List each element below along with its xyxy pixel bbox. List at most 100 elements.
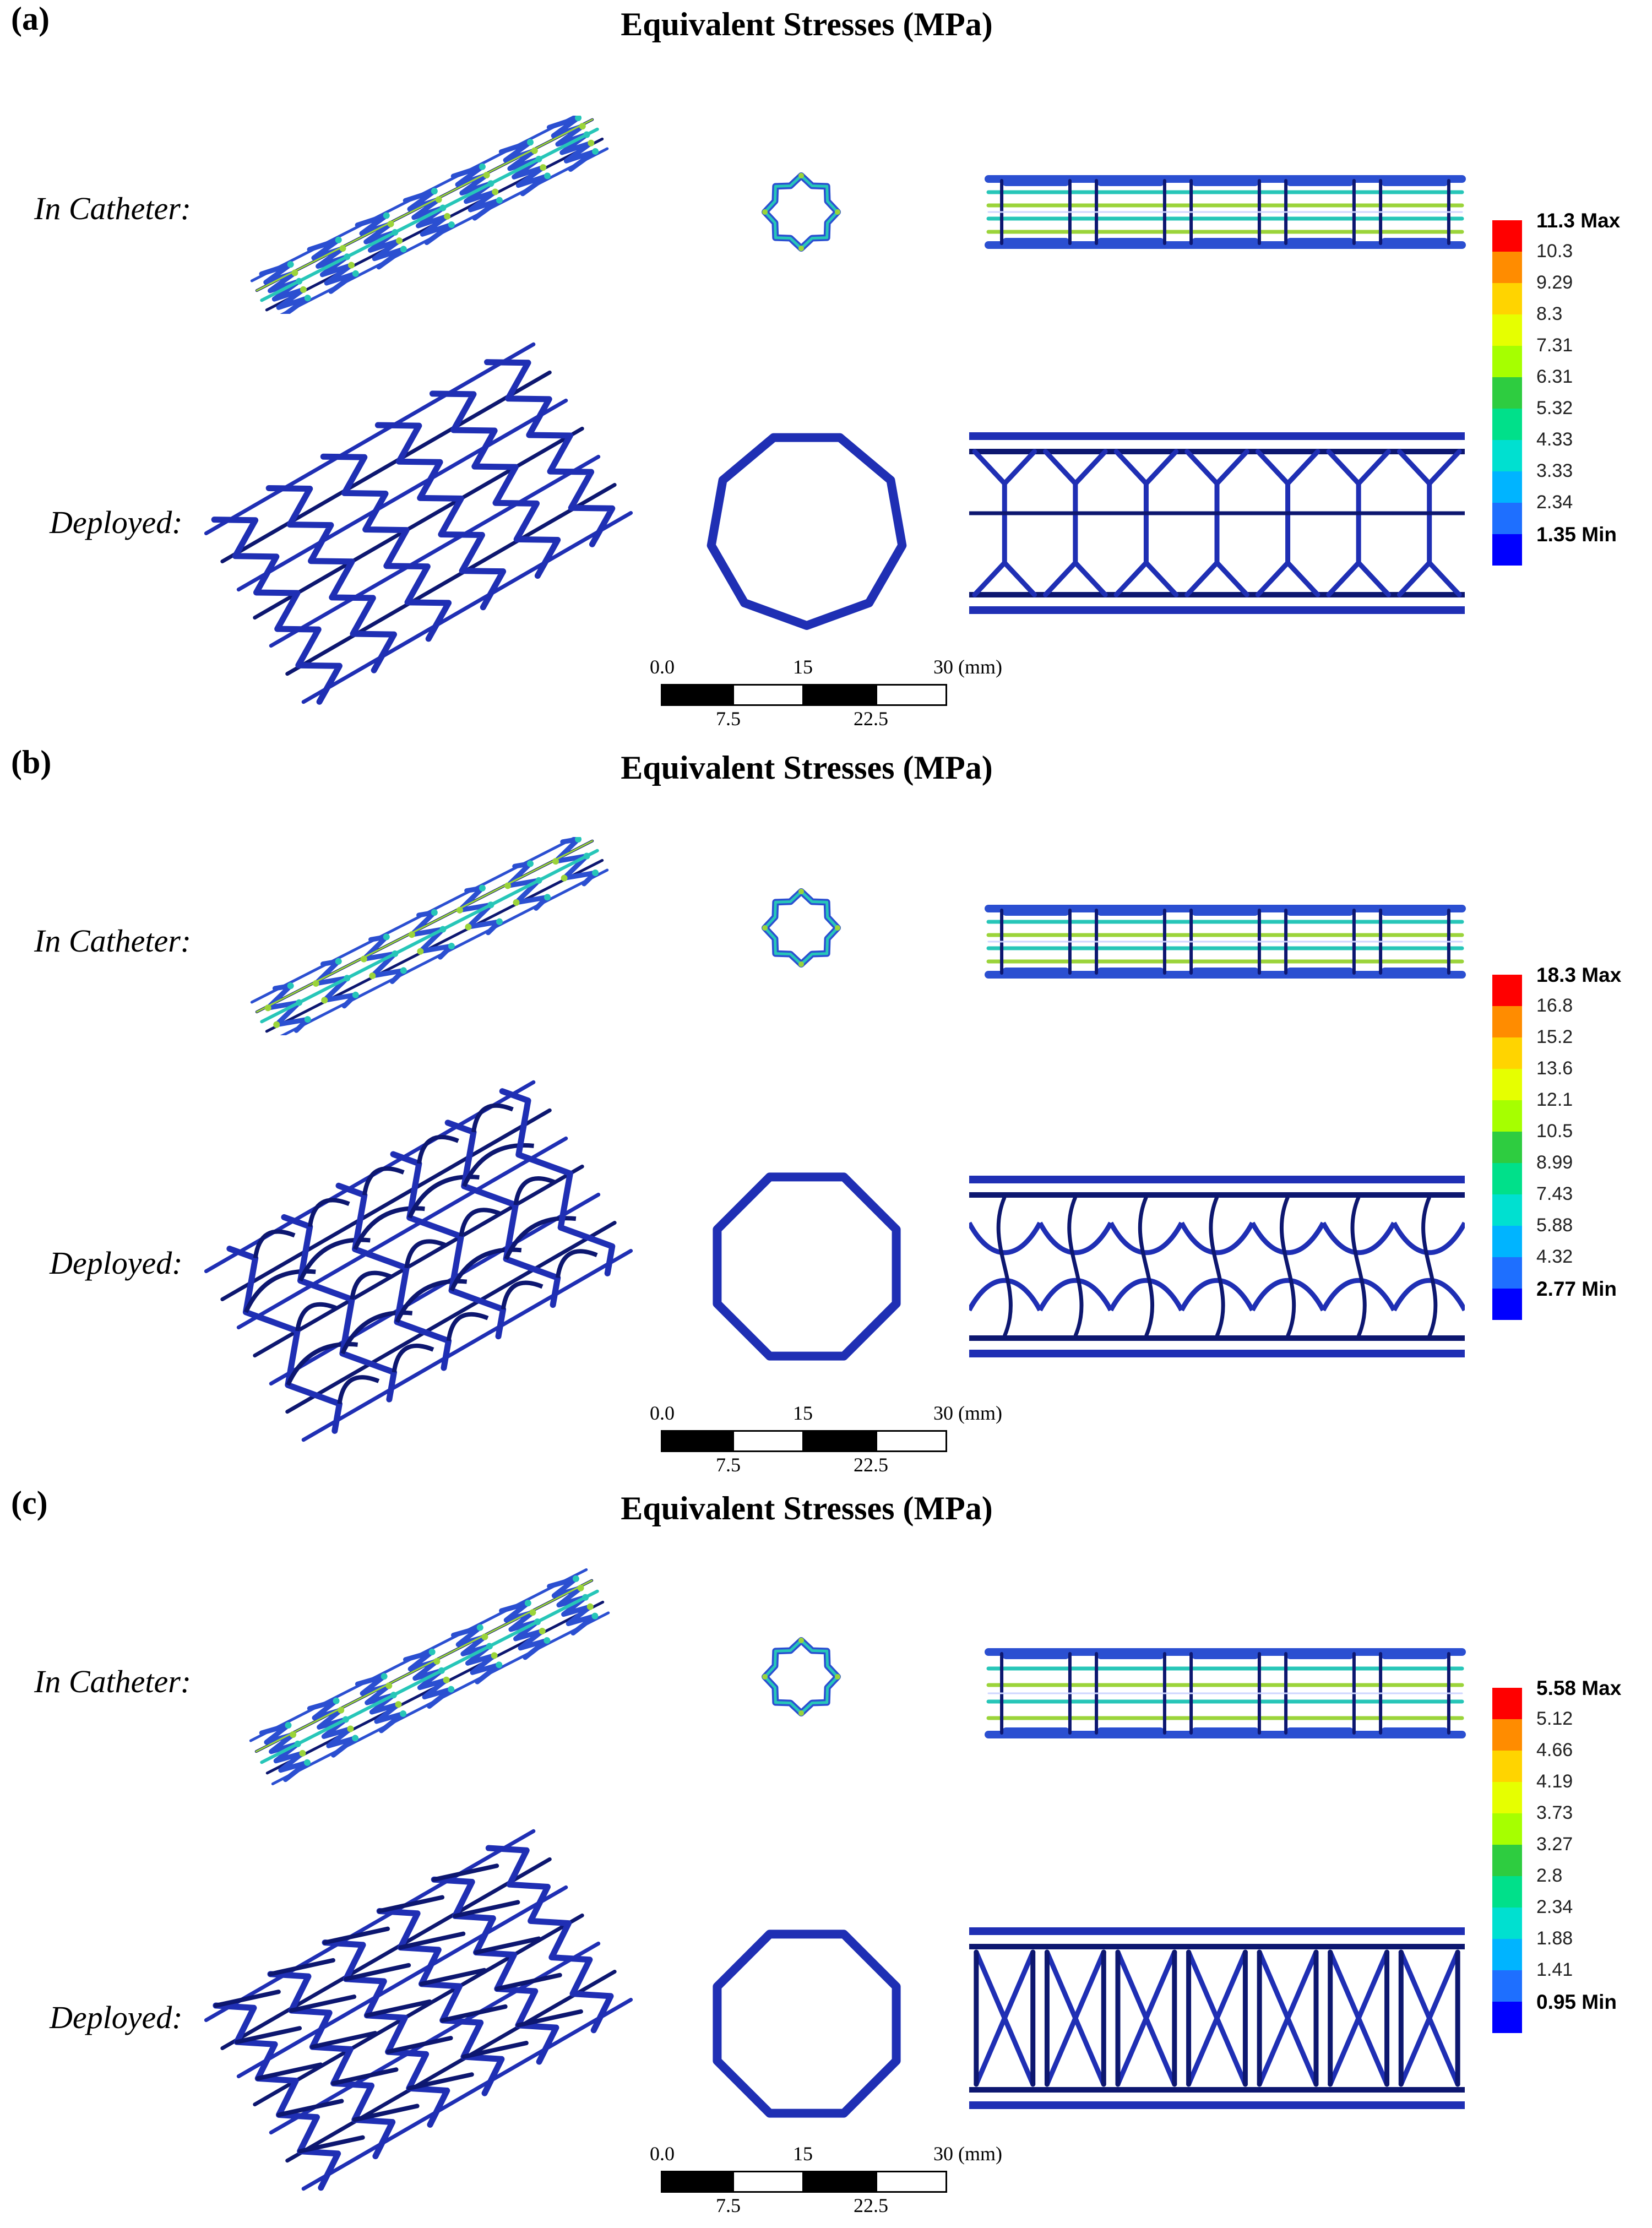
legend-swatch <box>1492 503 1522 534</box>
legend-label: 5.12 <box>1536 1708 1573 1729</box>
side-catheter <box>985 1648 1466 1738</box>
scale-label: 15 <box>793 1402 813 1424</box>
iso-deployed <box>204 342 633 705</box>
label-in-catheter: In Catheter: <box>34 923 192 959</box>
legend-label: 10.3 <box>1536 241 1573 262</box>
iso-catheter <box>250 837 609 1035</box>
scale-segment <box>876 684 947 706</box>
cross-section-catheter <box>762 172 841 252</box>
legend-swatch <box>1492 1876 1522 1908</box>
scale-segment <box>876 1430 947 1452</box>
panel-letter: (c) <box>11 1485 48 1521</box>
label-in-catheter: In Catheter: <box>34 1664 192 1699</box>
cross-section-deployed <box>713 1930 901 2118</box>
legend-label: 4.19 <box>1536 1771 1573 1792</box>
legend-label: 5.88 <box>1536 1215 1573 1236</box>
legend-label: 8.99 <box>1536 1152 1573 1173</box>
legend-swatch <box>1492 1751 1522 1782</box>
legend-swatch <box>1492 440 1522 471</box>
legend-swatch <box>1492 1782 1522 1813</box>
legend-swatch <box>1492 252 1522 283</box>
iso-catheter <box>250 116 609 314</box>
cross-section-catheter <box>762 888 841 968</box>
side-deployed <box>969 1927 1465 2109</box>
legend-swatch <box>1492 377 1522 409</box>
legend-swatch <box>1492 1289 1522 1320</box>
scale-label: 7.5 <box>716 708 741 730</box>
scale-label: 22.5 <box>854 708 888 730</box>
legend-swatch <box>1492 1688 1522 1719</box>
legend-label: 5.58 Max <box>1536 1677 1622 1699</box>
scale-segment <box>804 1430 876 1452</box>
side-deployed <box>969 1176 1465 1357</box>
legend-label: 1.35 Min <box>1536 523 1617 546</box>
scale-label: 0.0 <box>650 1402 675 1424</box>
scale-bar: 0.0 15 30 (mm) 7.5 22.5 <box>639 655 1024 738</box>
scale-segment <box>732 2171 804 2193</box>
scale-label: 0.0 <box>650 2143 675 2165</box>
legend-label: 18.3 Max <box>1536 964 1622 986</box>
legend-label: 0.95 Min <box>1536 1991 1617 2013</box>
scale-label: 15 <box>793 656 813 678</box>
label-deployed: Deployed: <box>50 1999 183 2035</box>
legend-swatch <box>1492 2002 1522 2033</box>
legend-label: 2.34 <box>1536 1896 1573 1917</box>
scale-bar: 0.0 15 30 (mm) 7.5 22.5 <box>639 1401 1024 1484</box>
legend-label: 12.1 <box>1536 1089 1573 1110</box>
panel-letter: (a) <box>11 1 50 37</box>
legend-swatch <box>1492 1194 1522 1226</box>
scale-label: 22.5 <box>854 1454 888 1476</box>
legend-swatch <box>1492 1069 1522 1100</box>
legend-swatch <box>1492 1132 1522 1163</box>
legend-label: 5.32 <box>1536 398 1573 419</box>
legend-swatch <box>1492 1037 1522 1069</box>
legend-label: 15.2 <box>1536 1026 1573 1047</box>
legend-swatch <box>1492 1257 1522 1289</box>
side-deployed <box>969 432 1465 614</box>
legend-label: 3.73 <box>1536 1802 1573 1823</box>
legend-label: 13.6 <box>1536 1058 1573 1079</box>
iso-deployed <box>204 1080 633 1442</box>
legend-swatch <box>1492 1813 1522 1845</box>
scale-label: 0.0 <box>650 656 675 678</box>
legend-label: 7.31 <box>1536 335 1573 356</box>
iso-catheter <box>249 1568 610 1785</box>
legend-swatch <box>1492 1006 1522 1037</box>
legend-swatch <box>1492 1100 1522 1132</box>
legend-label: 8.3 <box>1536 303 1563 324</box>
scale-segment <box>804 2171 876 2193</box>
legend-swatch <box>1492 1226 1522 1257</box>
legend-label: 1.41 <box>1536 1959 1573 1980</box>
legend-swatch <box>1492 534 1522 566</box>
legend-swatch <box>1492 1908 1522 1939</box>
legend-swatch <box>1492 346 1522 377</box>
scale-label: 30 (mm) <box>933 2143 1002 2165</box>
side-catheter <box>985 175 1466 249</box>
scale-segment <box>732 1430 804 1452</box>
legend-label: 1.88 <box>1536 1928 1573 1949</box>
legend-label: 11.3 Max <box>1536 209 1621 232</box>
scale-label: 7.5 <box>716 1454 741 1476</box>
cross-section-catheter <box>762 1637 841 1716</box>
legend-swatch <box>1492 1939 1522 1970</box>
panel-b: (b) Equivalent Stresses (MPa) In Cathete… <box>0 743 1652 1484</box>
scale-label: 7.5 <box>716 2194 741 2216</box>
legend-label: 9.29 <box>1536 272 1573 293</box>
scale-segment <box>732 684 804 706</box>
cross-section-deployed <box>707 433 907 630</box>
legend-label: 7.43 <box>1536 1183 1573 1204</box>
legend-swatch <box>1492 975 1522 1006</box>
scale-label: 30 (mm) <box>933 656 1002 678</box>
panel-title: Equivalent Stresses (MPa) <box>621 749 993 786</box>
legend-label: 10.5 <box>1536 1121 1573 1142</box>
legend-swatch <box>1492 1845 1522 1876</box>
legend-label: 16.8 <box>1536 995 1573 1016</box>
side-catheter <box>985 905 1466 979</box>
legend-swatch <box>1492 220 1522 252</box>
legend-label: 2.77 Min <box>1536 1278 1617 1300</box>
stress-legend: 18.3 Max 16.8 15.2 13.6 12.1 10.5 8.99 7.43 5.88… <box>1492 964 1646 1320</box>
scale-label: 30 (mm) <box>933 1402 1002 1424</box>
scale-label: 15 <box>793 2143 813 2165</box>
